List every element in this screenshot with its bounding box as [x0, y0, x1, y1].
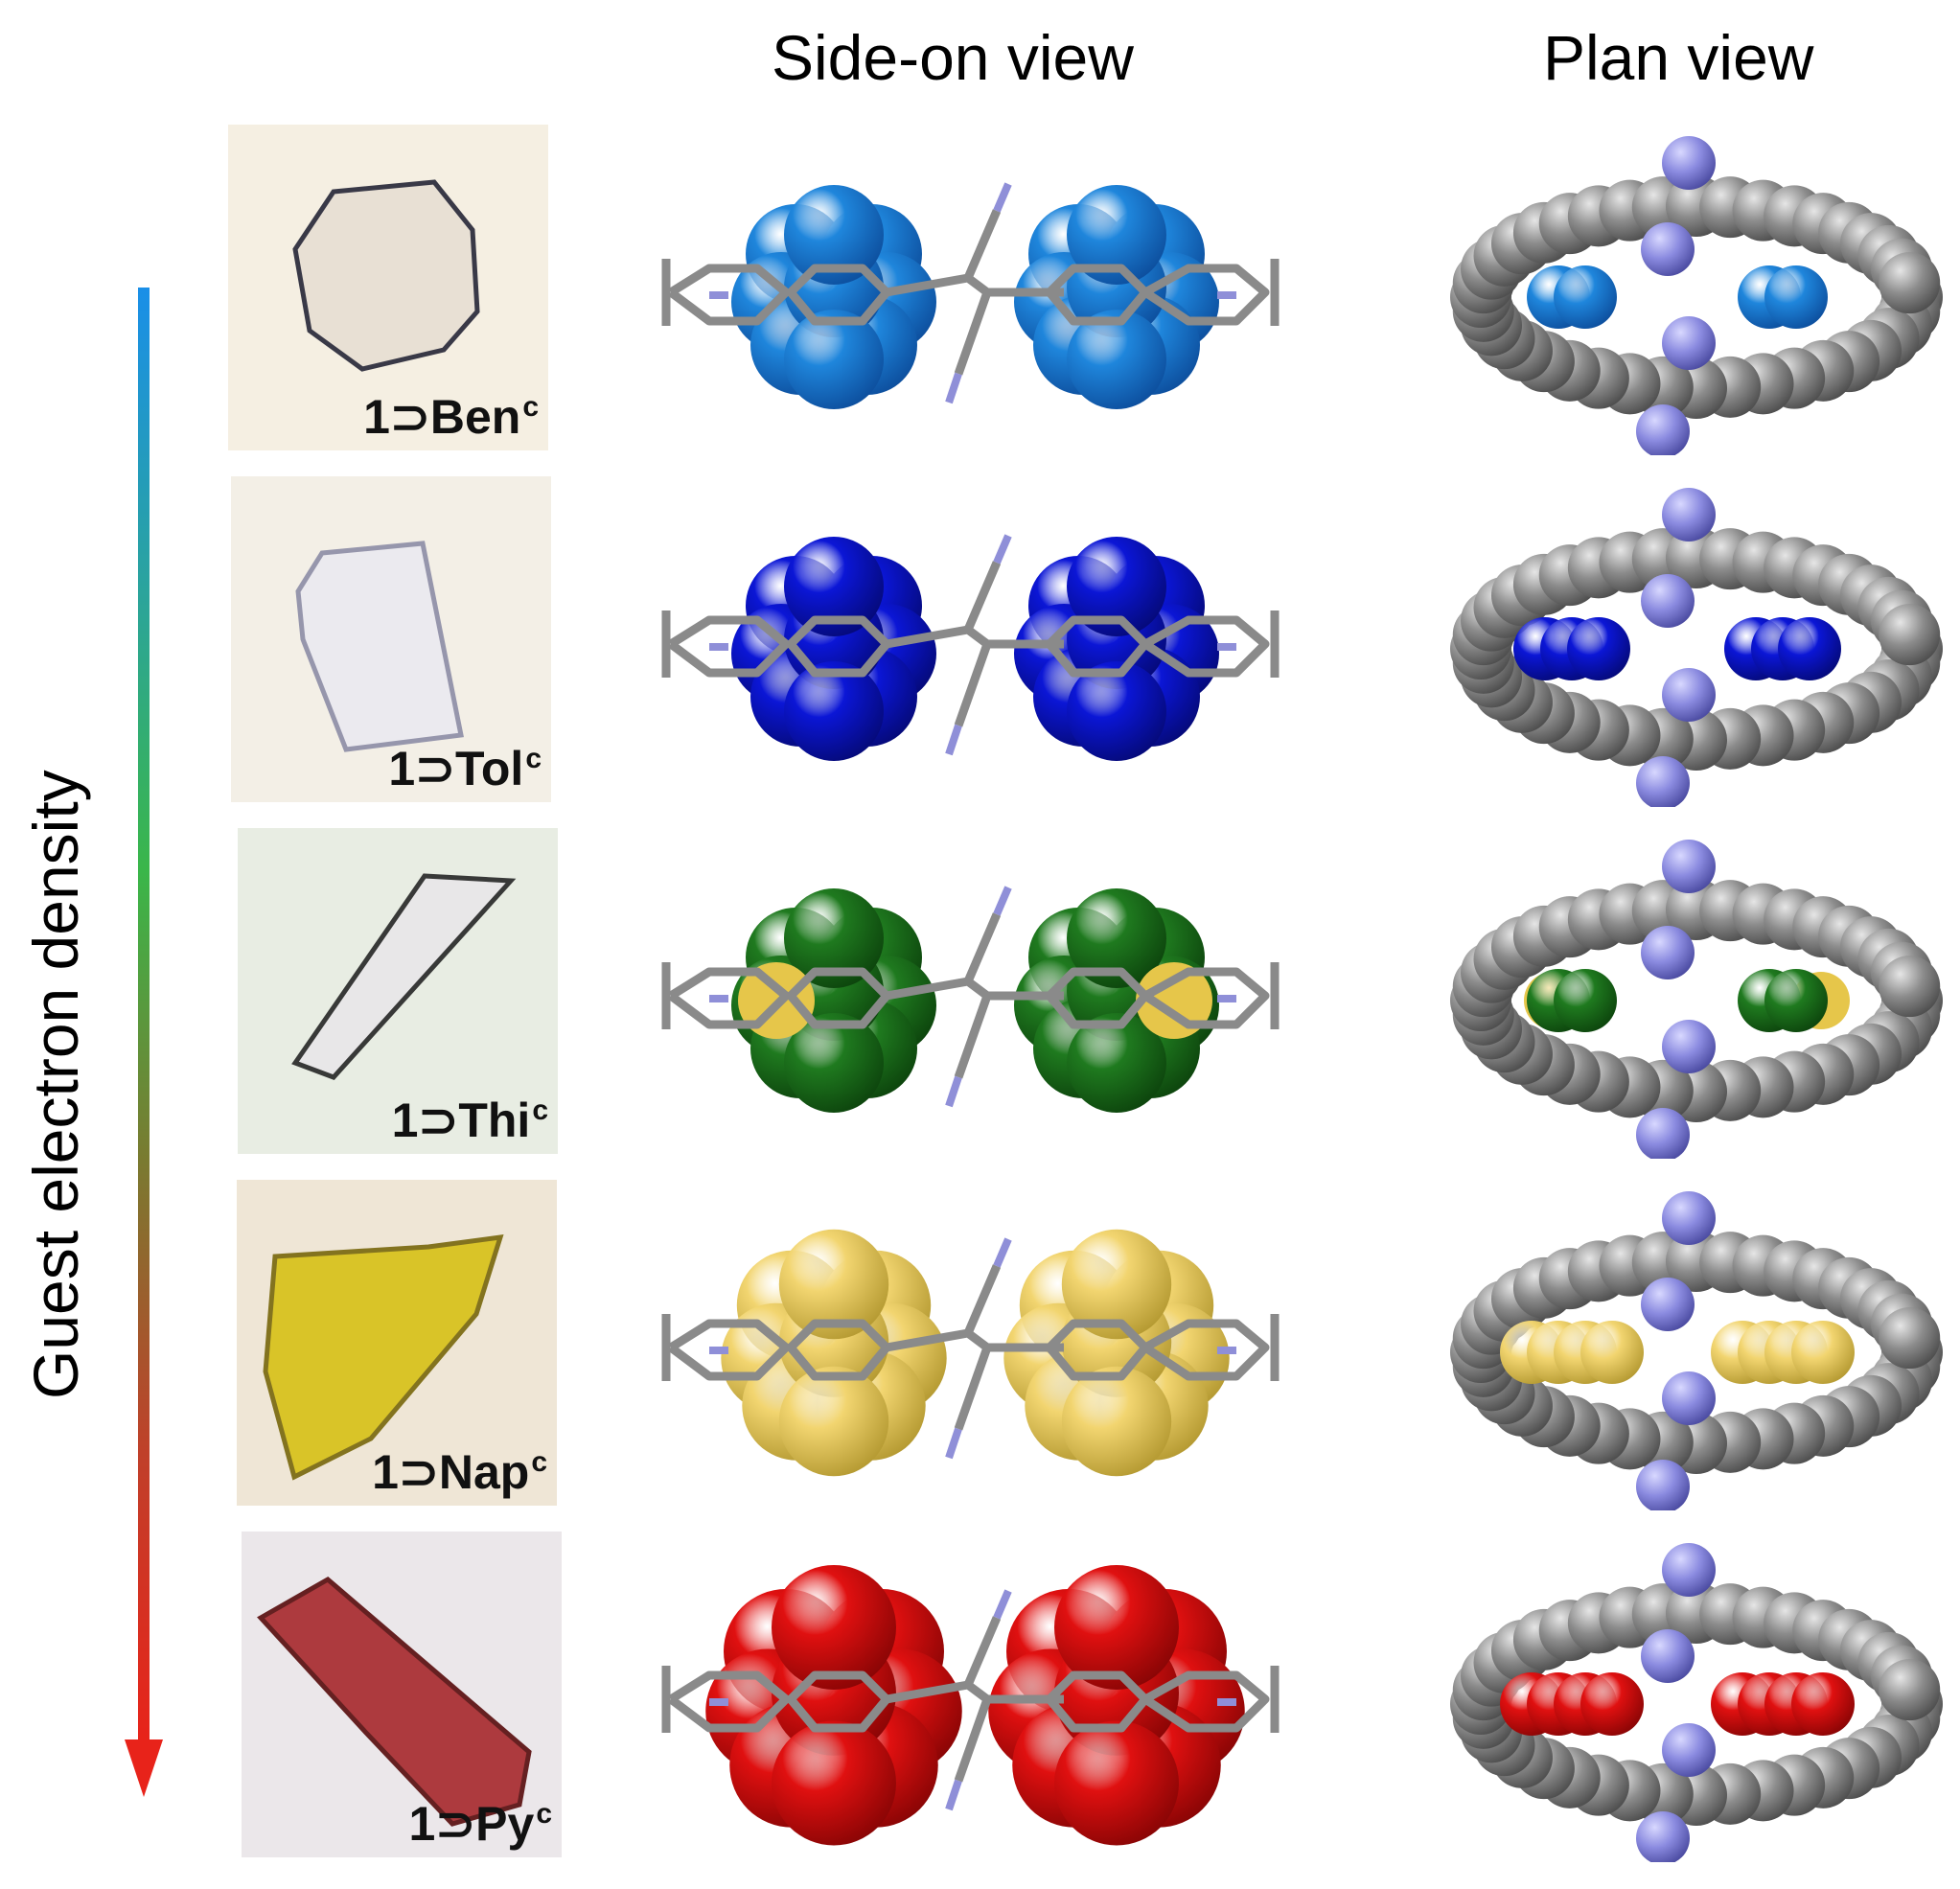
- side-on-structure: [661, 1229, 1280, 1477]
- guest-plan: [1500, 1321, 1855, 1384]
- side-on-structure: [661, 886, 1280, 1113]
- plan-view-structure: [1450, 488, 1943, 807]
- nitrogen-atoms: [1636, 1191, 1716, 1510]
- complex-row: 1⊃Tolc: [0, 476, 1960, 807]
- host-ring: [1450, 1231, 1943, 1474]
- side-on-structure: [661, 182, 1280, 409]
- crystal-photo: 1⊃Tolc: [231, 476, 551, 802]
- nitrile-groups: [709, 886, 1236, 1108]
- nitrile-groups: [709, 534, 1236, 756]
- complex-label: 1⊃Thic: [392, 1093, 548, 1148]
- side-on-structure: [661, 1565, 1280, 1846]
- complex-row: 1⊃Pyc: [0, 1532, 1960, 1862]
- crystal: [291, 873, 517, 1080]
- guest-spacefill: [1003, 1229, 1230, 1477]
- guest-spacefill: [988, 1565, 1245, 1846]
- plan-view-structure: [1450, 1191, 1943, 1510]
- complex-row: 1⊃Napc: [0, 1180, 1960, 1510]
- host-ring: [1450, 879, 1943, 1122]
- complex-label-main: 1⊃Ben: [363, 390, 521, 444]
- complex-label-superscript: c: [532, 1094, 548, 1127]
- complex-row: 1⊃Thic: [0, 828, 1960, 1159]
- complex-label-main: 1⊃Py: [408, 1797, 535, 1851]
- arrow-head: [125, 1739, 163, 1797]
- guest-spacefill: [705, 1565, 962, 1846]
- complex-label-main: 1⊃Thi: [391, 1094, 531, 1147]
- guest-spacefill: [1014, 537, 1219, 761]
- crystal: [295, 541, 464, 752]
- host-stick-frame: [661, 561, 1280, 727]
- complex-label-main: 1⊃Nap: [372, 1445, 530, 1499]
- plan-view-heading: Plan view: [1543, 22, 1814, 93]
- crystal-photo: 1⊃Benc: [228, 125, 548, 450]
- nitrogen-atoms: [1636, 840, 1716, 1159]
- side-on-structure: [661, 534, 1280, 761]
- guest-spacefill: [1014, 888, 1219, 1113]
- complex-label-superscript: c: [536, 1798, 552, 1831]
- guest-spacefill: [721, 1229, 947, 1477]
- nitrogen-atoms: [1636, 488, 1716, 807]
- nitrile-groups: [709, 1237, 1236, 1460]
- crystal-photo: 1⊃Thic: [238, 828, 558, 1154]
- electron-density-arrow: [115, 288, 173, 1802]
- complex-label-main: 1⊃Tol: [388, 742, 524, 795]
- host-stick-frame: [661, 912, 1280, 1079]
- guest-spacefill: [731, 537, 936, 761]
- complex-label-superscript: c: [525, 743, 542, 775]
- crystal: [263, 1234, 504, 1481]
- guest-plan: [1524, 969, 1850, 1032]
- guest-spacefill: [1014, 185, 1219, 409]
- guest-plan: [1500, 1672, 1855, 1736]
- complex-label: 1⊃Pyc: [408, 1796, 552, 1852]
- complex-label: 1⊃Benc: [363, 389, 539, 445]
- crystal: [292, 179, 480, 372]
- guest-plan: [1513, 617, 1841, 680]
- nitrogen-atoms: [1636, 136, 1716, 455]
- host-stick-frame: [661, 1264, 1280, 1431]
- side-on-view-heading: Side-on view: [772, 22, 1134, 93]
- guest-plan: [1527, 265, 1828, 329]
- guest-spacefill: [731, 185, 936, 409]
- crystal-photo: 1⊃Napc: [237, 1180, 557, 1506]
- nitrogen-atoms: [1636, 1543, 1716, 1862]
- host-stick-frame: [661, 209, 1280, 376]
- complex-label: 1⊃Napc: [372, 1444, 547, 1500]
- host-ring: [1450, 527, 1943, 771]
- complex-label: 1⊃Tolc: [388, 741, 542, 796]
- crystal-photo: 1⊃Pyc: [242, 1532, 562, 1857]
- plan-view-structure: [1450, 136, 1943, 455]
- complex-label-superscript: c: [531, 1446, 547, 1479]
- plan-view-structure: [1450, 840, 1943, 1159]
- host-stick-frame: [661, 1616, 1280, 1783]
- host-ring: [1450, 175, 1943, 419]
- complex-row: 1⊃Benc: [0, 125, 1960, 455]
- nitrile-groups: [709, 1589, 1236, 1811]
- plan-view-structure: [1450, 1543, 1943, 1862]
- nitrile-groups: [709, 182, 1236, 404]
- crystal: [257, 1576, 532, 1827]
- guest-spacefill: [731, 888, 936, 1113]
- arrow-shaft: [138, 288, 150, 1744]
- complex-label-superscript: c: [522, 391, 539, 424]
